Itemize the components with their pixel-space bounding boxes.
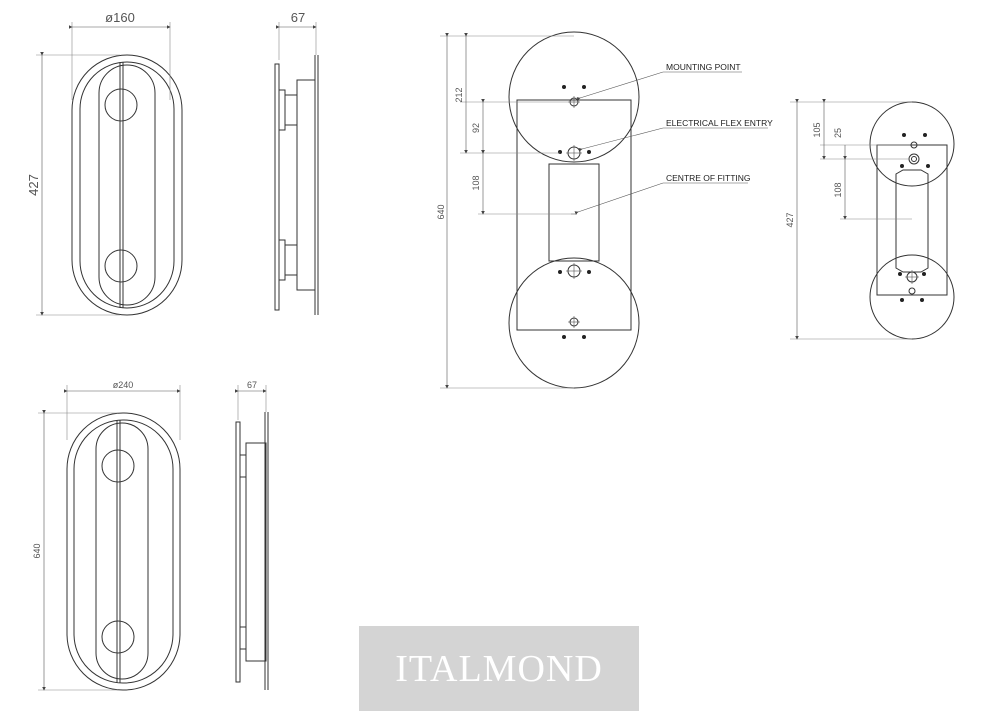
brand-watermark: ITALMOND (359, 626, 639, 711)
small-side-depth-label: 67 (291, 10, 305, 25)
large-side-depth-label: 67 (247, 380, 257, 390)
brand-name: ITALMOND (395, 647, 603, 690)
callout-mounting-point: MOUNTING POINT (666, 62, 741, 72)
small-front-height-label: 427 (26, 174, 41, 196)
callout-centre-of-fitting: CENTRE OF FITTING (666, 173, 751, 183)
small-back-height-label: 427 (785, 212, 795, 227)
large-front-view: ø240 640 (32, 380, 181, 691)
small-back-dim-mid: 25 (833, 128, 843, 138)
large-side-view: 67 (235, 380, 269, 690)
large-back-dim-mid: 92 (471, 123, 481, 133)
small-front-view: ø160 427 (26, 10, 183, 316)
large-front-height-label: 640 (32, 543, 42, 558)
large-back-dim-low: 108 (471, 175, 481, 190)
large-front-diameter-label: ø240 (113, 380, 134, 390)
small-front-diameter-label: ø160 (105, 10, 135, 25)
small-back-dim-low: 108 (833, 182, 843, 197)
small-back-dim-top: 105 (812, 122, 822, 137)
small-side-view: 67 (274, 10, 319, 315)
large-back-dim-top: 212 (454, 87, 464, 102)
callout-electrical-flex-entry: ELECTRICAL FLEX ENTRY (666, 118, 773, 128)
large-back-view: 640 212 92 108 MOUNTING POINT ELECTRICAL… (436, 31, 773, 389)
large-back-height-label: 640 (436, 204, 446, 219)
small-back-view: 427 105 25 108 (785, 99, 955, 340)
